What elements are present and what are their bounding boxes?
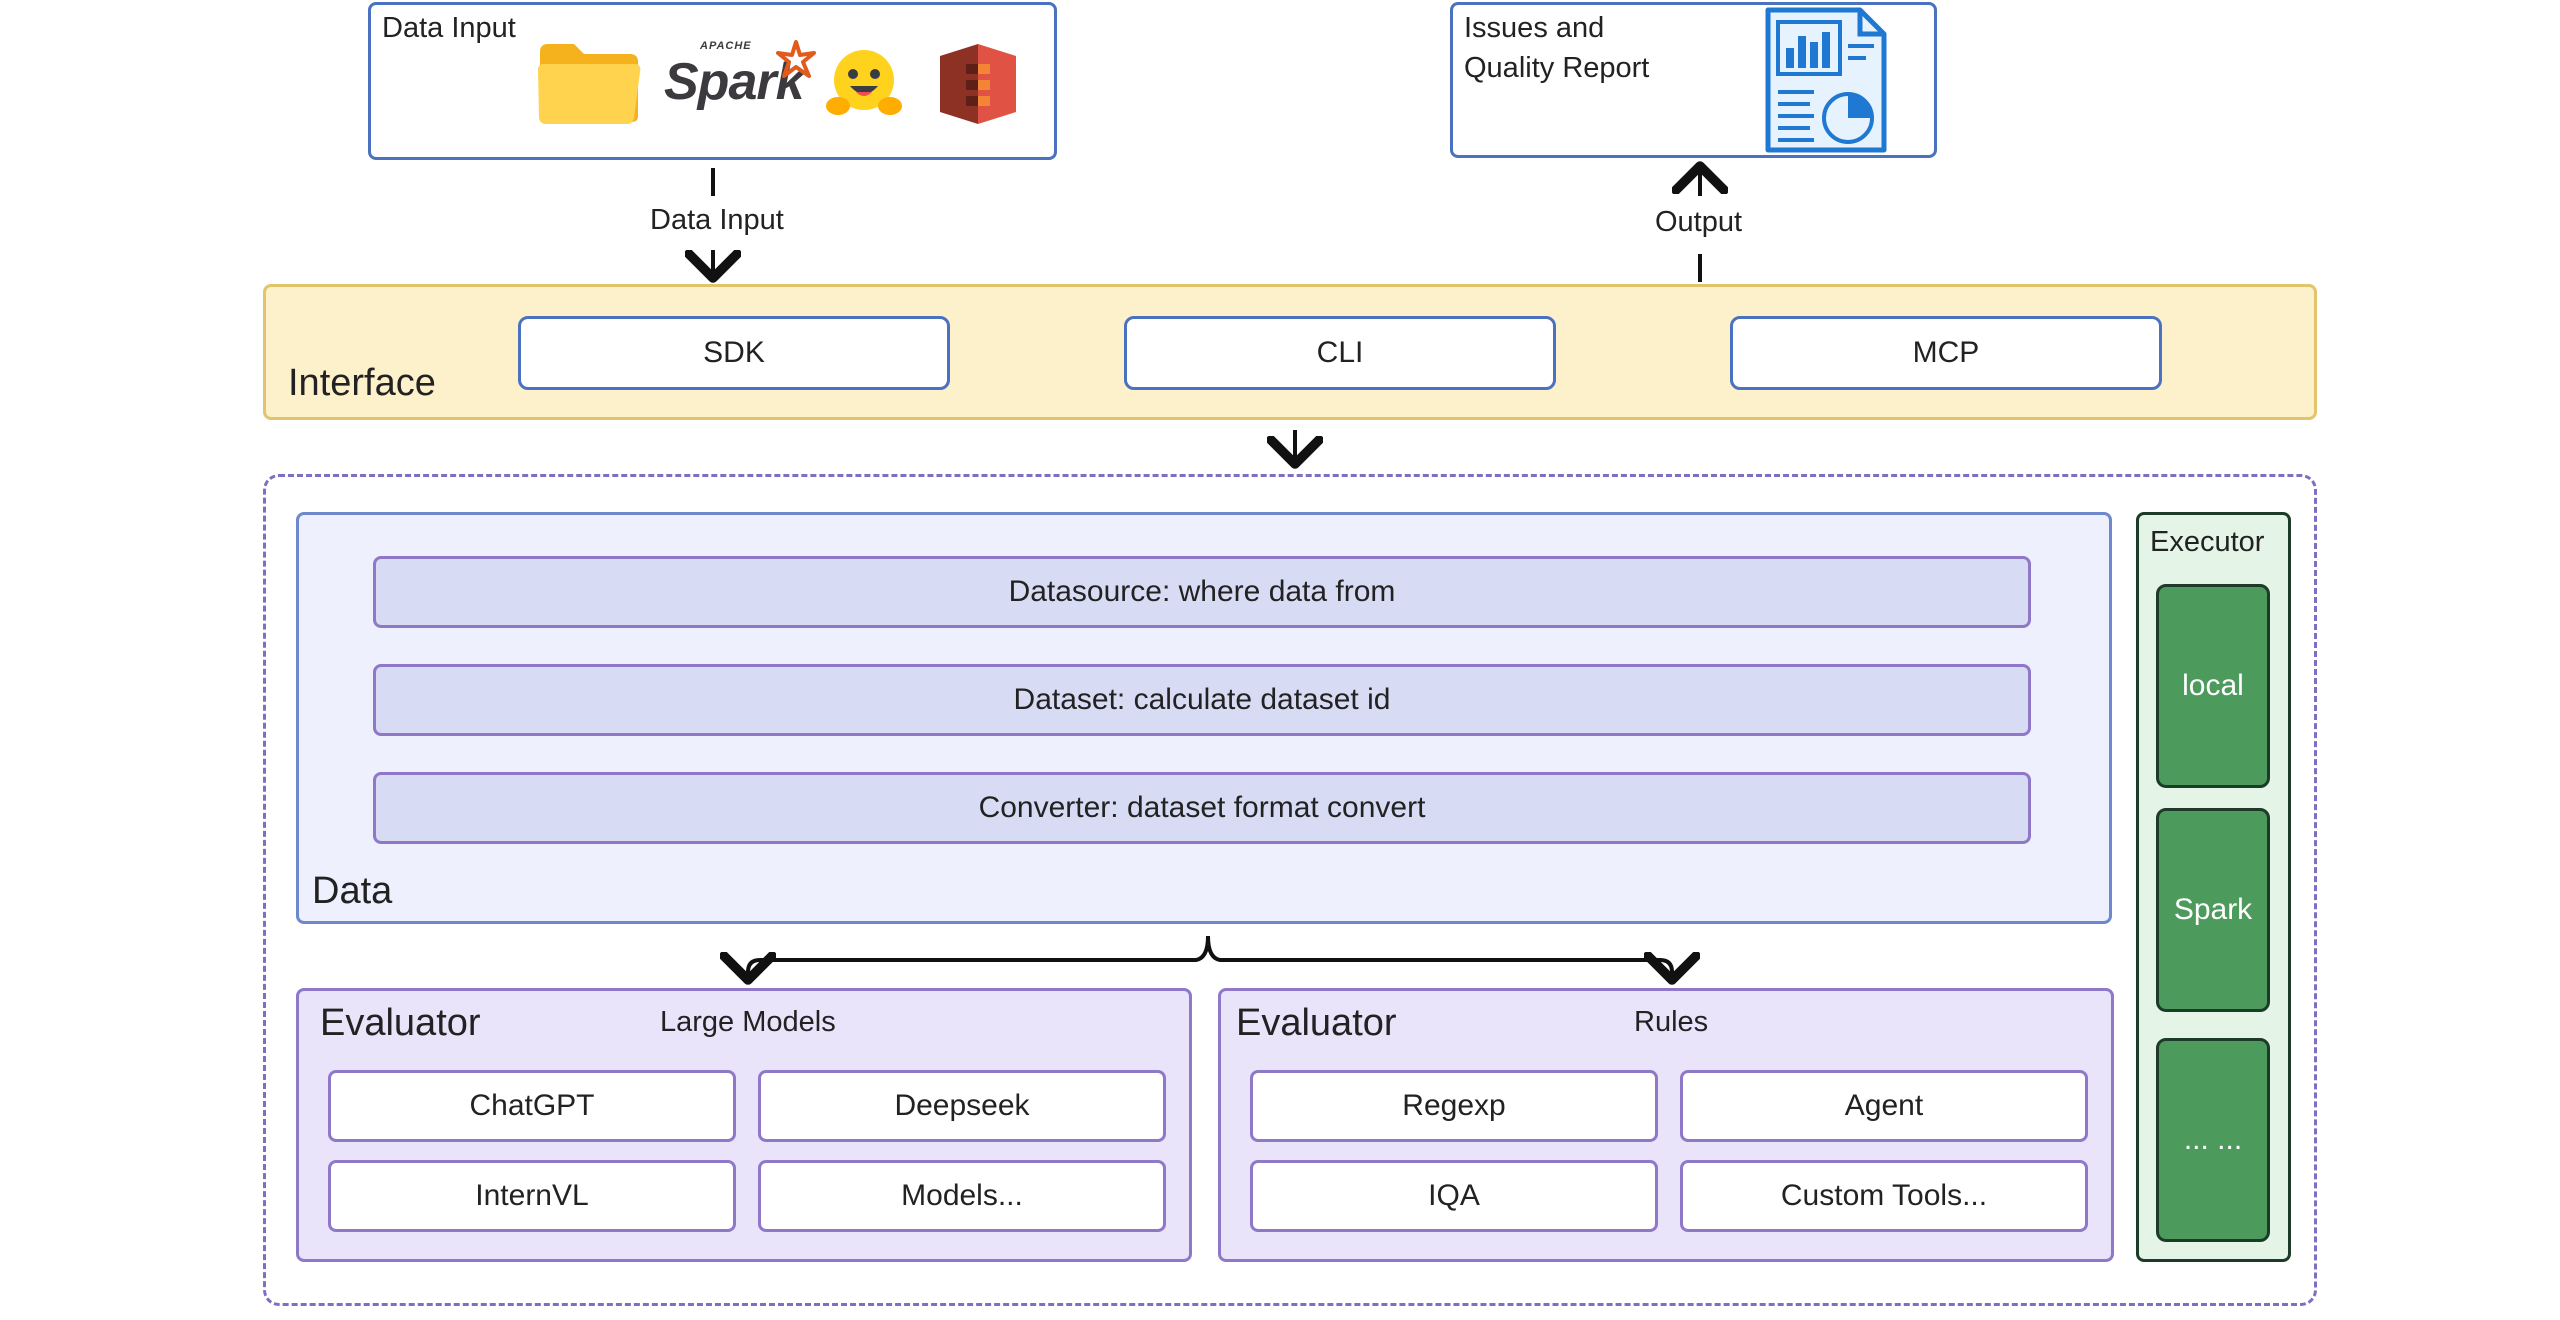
folder-icon [538, 44, 641, 124]
core-container [263, 474, 2317, 1306]
regexp-evaluator[interactable]: Regexp [1250, 1070, 1658, 1142]
executor-spark[interactable]: Spark [2156, 808, 2270, 1012]
report-document-icon [1765, 7, 1887, 153]
executor-local[interactable]: local [2156, 584, 2270, 788]
data-input-connector-label: Data Input [650, 204, 784, 236]
spark-star-icon [776, 40, 816, 78]
custom-tools-evaluator[interactable]: Custom Tools... [1680, 1160, 2088, 1232]
internvl-evaluator[interactable]: InternVL [328, 1160, 736, 1232]
datasource-step: Datasource: where data from [373, 556, 2031, 628]
evaluator-title-models: Evaluator [320, 1002, 481, 1044]
spark-logo-small-text: APACHE [700, 40, 752, 52]
data-title: Data [312, 870, 393, 912]
report-title-line2: Quality Report [1464, 52, 1650, 84]
data-input-title: Data Input [382, 12, 516, 44]
report-title-line1: Issues and [1464, 12, 1605, 44]
executor-more[interactable]: ... ... [2156, 1038, 2270, 1242]
deepseek-evaluator[interactable]: Deepseek [758, 1070, 1166, 1142]
mcp-button[interactable]: MCP [1730, 316, 2162, 390]
cli-button[interactable]: CLI [1124, 316, 1556, 390]
sdk-button[interactable]: SDK [518, 316, 950, 390]
evaluator-subtitle-models: Large Models [660, 1006, 836, 1038]
dataset-step: Dataset: calculate dataset id [373, 664, 2031, 736]
apache-spark-logo: APACHE Spark [660, 40, 820, 120]
chatgpt-evaluator[interactable]: ChatGPT [328, 1070, 736, 1142]
iqa-evaluator[interactable]: IQA [1250, 1160, 1658, 1232]
evaluator-subtitle-rules: Rules [1634, 1006, 1709, 1038]
executor-title: Executor [2150, 526, 2265, 558]
agent-evaluator[interactable]: Agent [1680, 1070, 2088, 1142]
hugging-face-icon [826, 50, 902, 115]
interface-title: Interface [288, 362, 436, 404]
evaluator-title-rules: Evaluator [1236, 1002, 1397, 1044]
amazon-s3-icon [940, 44, 1016, 124]
converter-step: Converter: dataset format convert [373, 772, 2031, 844]
spark-logo-text: Spark [664, 53, 805, 111]
output-connector-label: Output [1655, 206, 1743, 238]
more-models-evaluator[interactable]: Models... [758, 1160, 1166, 1232]
